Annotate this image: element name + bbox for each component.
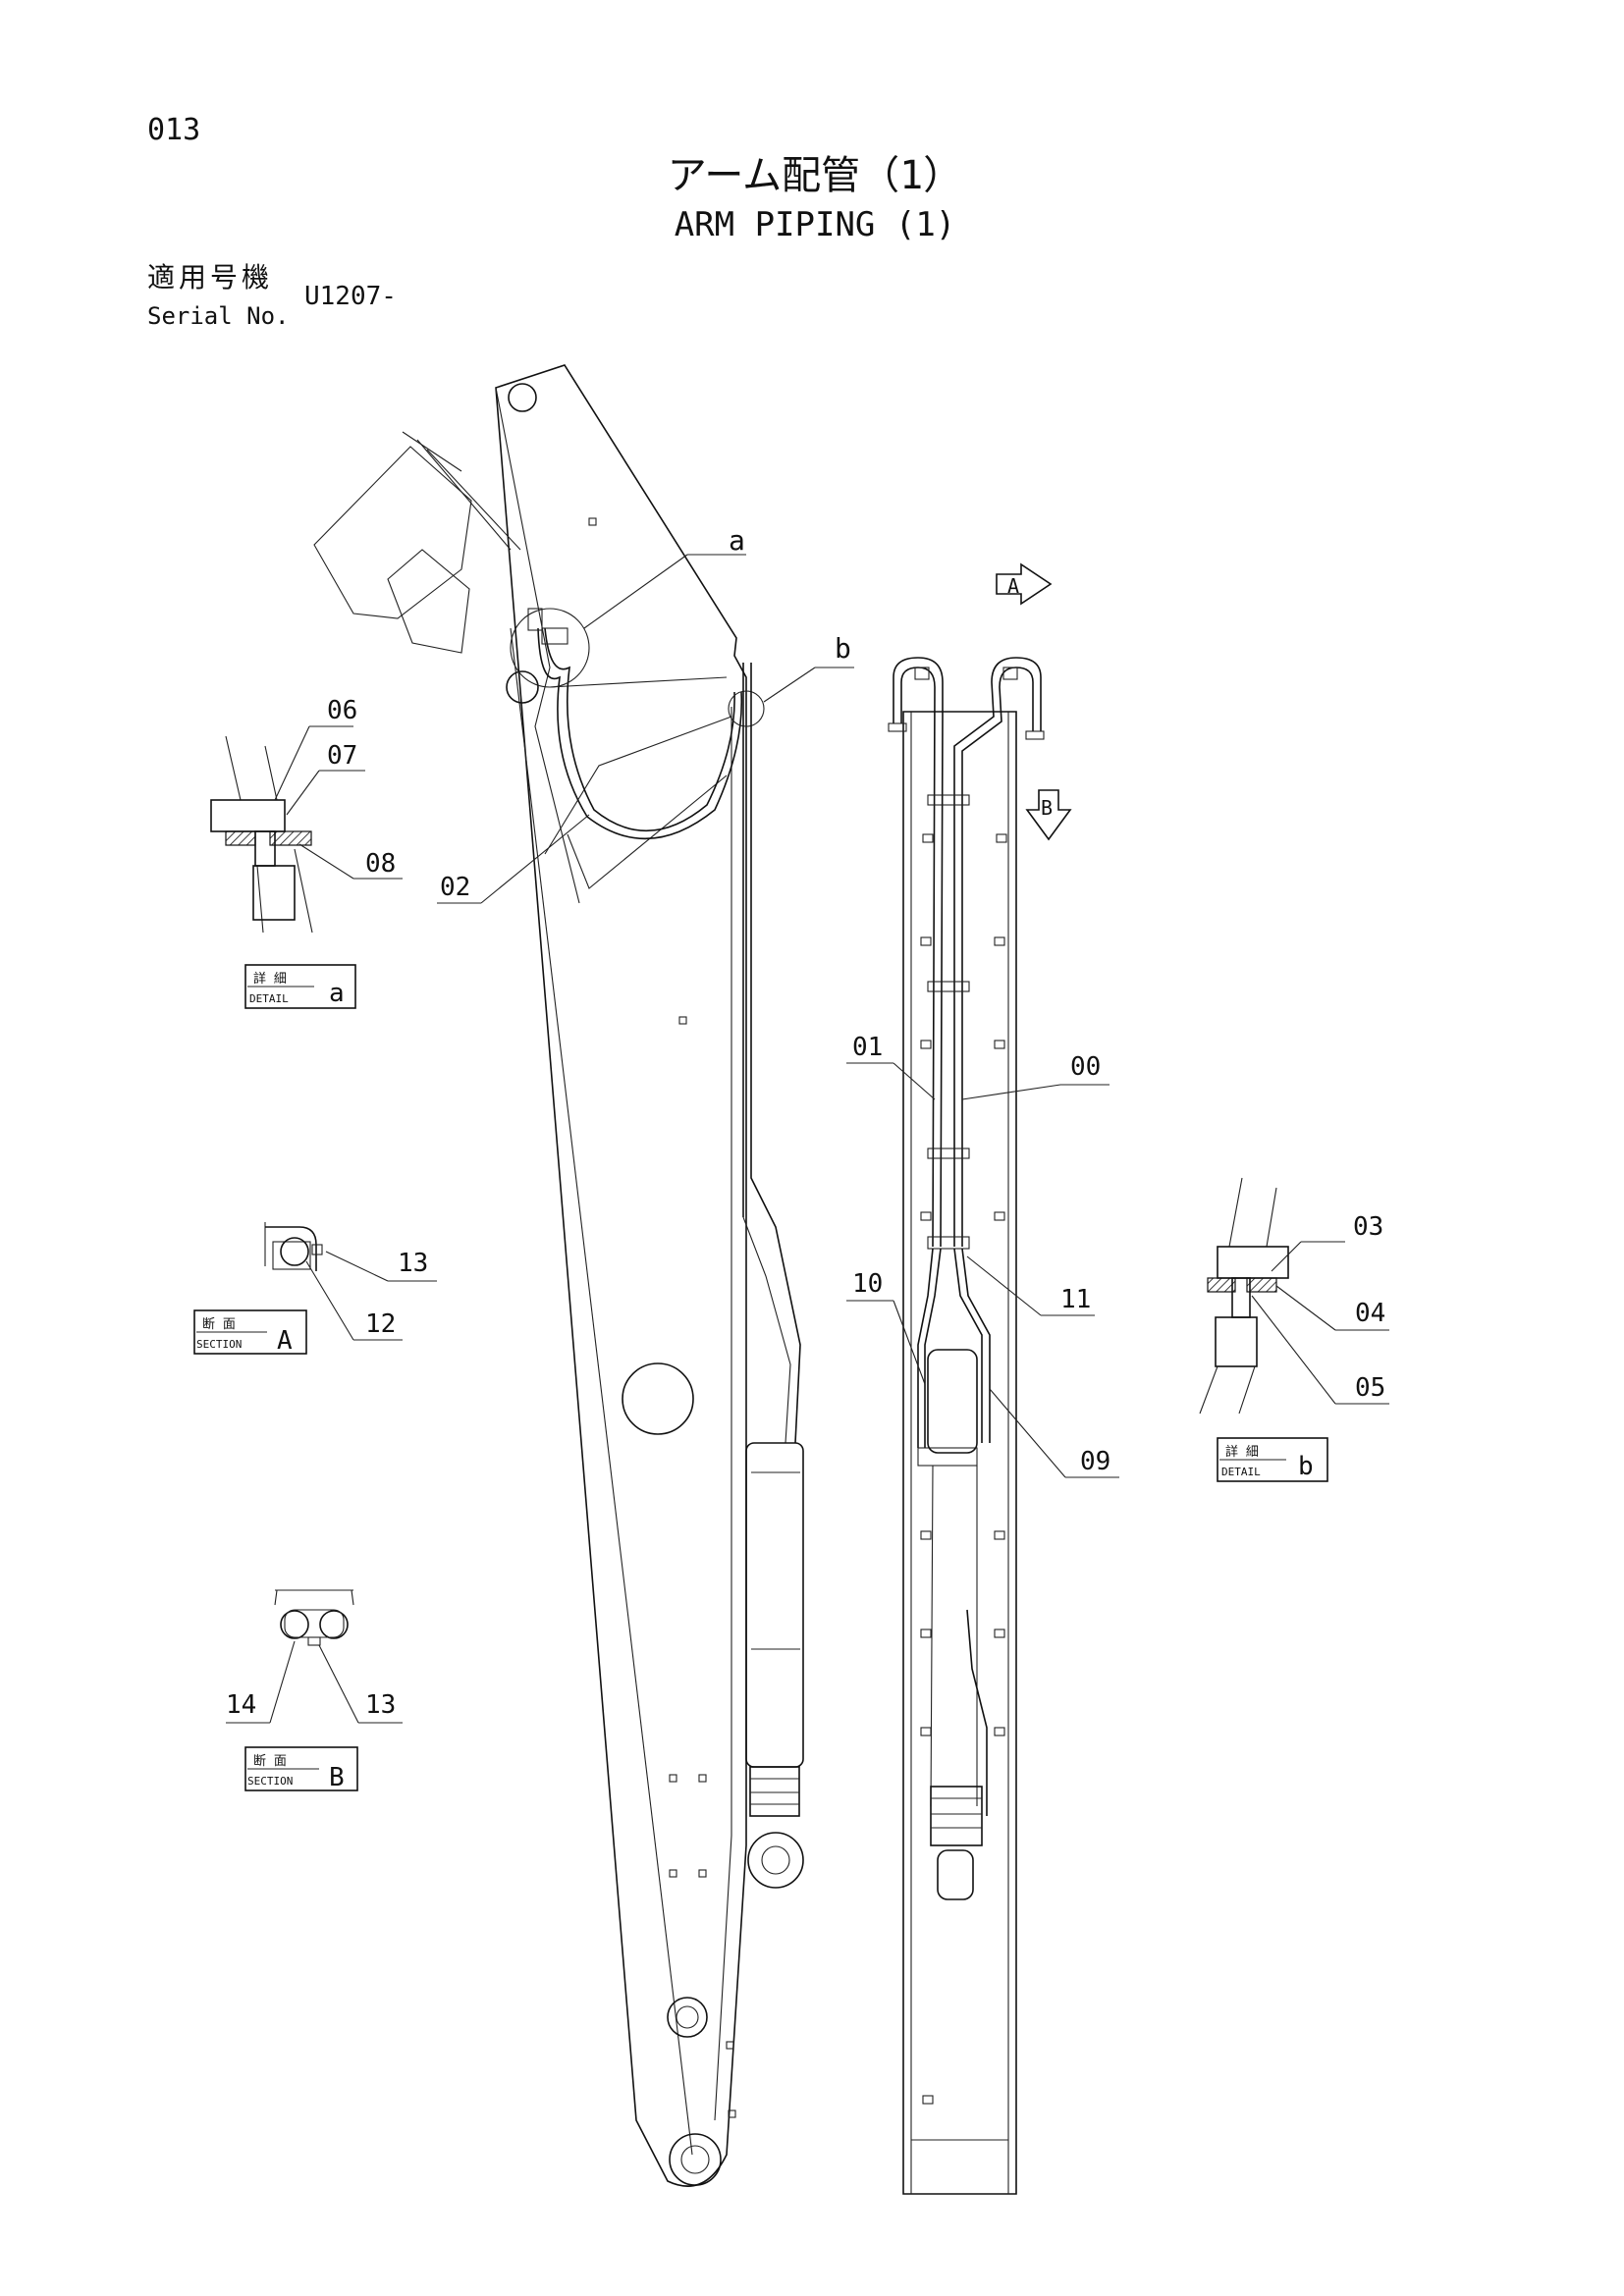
svg-text:B: B <box>329 1763 345 1792</box>
section-a-view: 13 12 断 面 SECTION A <box>193 1222 437 1356</box>
callout-a: a <box>729 524 745 557</box>
section-a-label <box>193 1309 307 1355</box>
section-b-view: 14 13 断 面 SECTION B <box>226 1589 403 1792</box>
callout-09: 09 <box>1080 1447 1110 1476</box>
callout-00: 00 <box>1070 1052 1101 1082</box>
detail-b-label <box>1217 1437 1328 1482</box>
callout-13b: 13 <box>365 1690 396 1720</box>
hose-02 <box>544 627 735 832</box>
lower-pin-boss <box>667 1997 708 2038</box>
detail-circle-a <box>510 608 590 688</box>
svg-text:SECTION: SECTION <box>247 1775 293 1788</box>
arm-top-view-outline <box>902 711 1017 2195</box>
callout-03: 03 <box>1353 1212 1383 1242</box>
serial-number: U1207- <box>304 282 397 311</box>
callout-12: 12 <box>365 1309 396 1339</box>
arm-top-view: A B <box>888 562 1072 2195</box>
bucket-cylinder <box>745 1442 804 1768</box>
callout-07: 07 <box>327 741 357 771</box>
svg-text:a: a <box>329 979 345 1008</box>
callout-05: 05 <box>1355 1373 1385 1403</box>
svg-text:詳 細: 詳 細 <box>253 971 287 987</box>
svg-text:断 面: 断 面 <box>253 1754 287 1769</box>
view-arrow-a-label: A <box>1007 574 1019 598</box>
arm-side-view <box>313 364 804 2187</box>
callout-13a: 13 <box>398 1249 428 1278</box>
callout-b: b <box>835 632 851 665</box>
svg-text:DETAIL: DETAIL <box>1221 1466 1261 1478</box>
detail-a-view: 06 07 08 詳 細 DETAIL a <box>210 696 403 1009</box>
title-english: ARM PIPING (1) <box>675 205 956 244</box>
callout-11: 11 <box>1060 1285 1091 1314</box>
detail-b-view: 03 04 05 詳 細 DETAIL b <box>1199 1177 1389 1482</box>
svg-text:A: A <box>277 1326 293 1356</box>
bucket-pin-boss <box>669 2133 722 2186</box>
view-arrow-b-label: B <box>1041 796 1053 820</box>
callout-10: 10 <box>852 1269 883 1299</box>
callouts: a b 02 01 00 10 11 09 <box>437 524 1119 1478</box>
svg-text:DETAIL: DETAIL <box>249 992 289 1005</box>
callout-01: 01 <box>852 1033 883 1062</box>
svg-text:b: b <box>1298 1452 1314 1481</box>
upper-pin-boss <box>508 383 537 412</box>
svg-text:詳 細: 詳 細 <box>1225 1444 1259 1460</box>
callout-14: 14 <box>226 1690 256 1720</box>
callout-08: 08 <box>365 849 396 879</box>
callout-06: 06 <box>327 696 357 725</box>
serial-label-english: Serial No. <box>147 302 290 330</box>
svg-text:SECTION: SECTION <box>196 1338 242 1351</box>
section-b-label <box>244 1746 358 1791</box>
callout-04: 04 <box>1355 1299 1385 1328</box>
title-japanese: アーム配管（1） <box>668 153 962 198</box>
callout-02: 02 <box>440 873 470 902</box>
pipe-00 <box>953 657 1042 1247</box>
view-arrow-b <box>1025 789 1072 841</box>
view-arrow-a <box>996 562 1053 606</box>
page-number: 013 <box>147 113 200 147</box>
detail-circle-b <box>728 690 765 727</box>
middle-pin-boss <box>506 670 539 704</box>
detail-a-label <box>244 964 356 1009</box>
lightening-hole <box>622 1362 694 1435</box>
pipe-01 <box>893 657 944 1248</box>
serial-label-japanese: 適用号機 <box>147 261 273 294</box>
svg-text:断 面: 断 面 <box>202 1317 236 1332</box>
